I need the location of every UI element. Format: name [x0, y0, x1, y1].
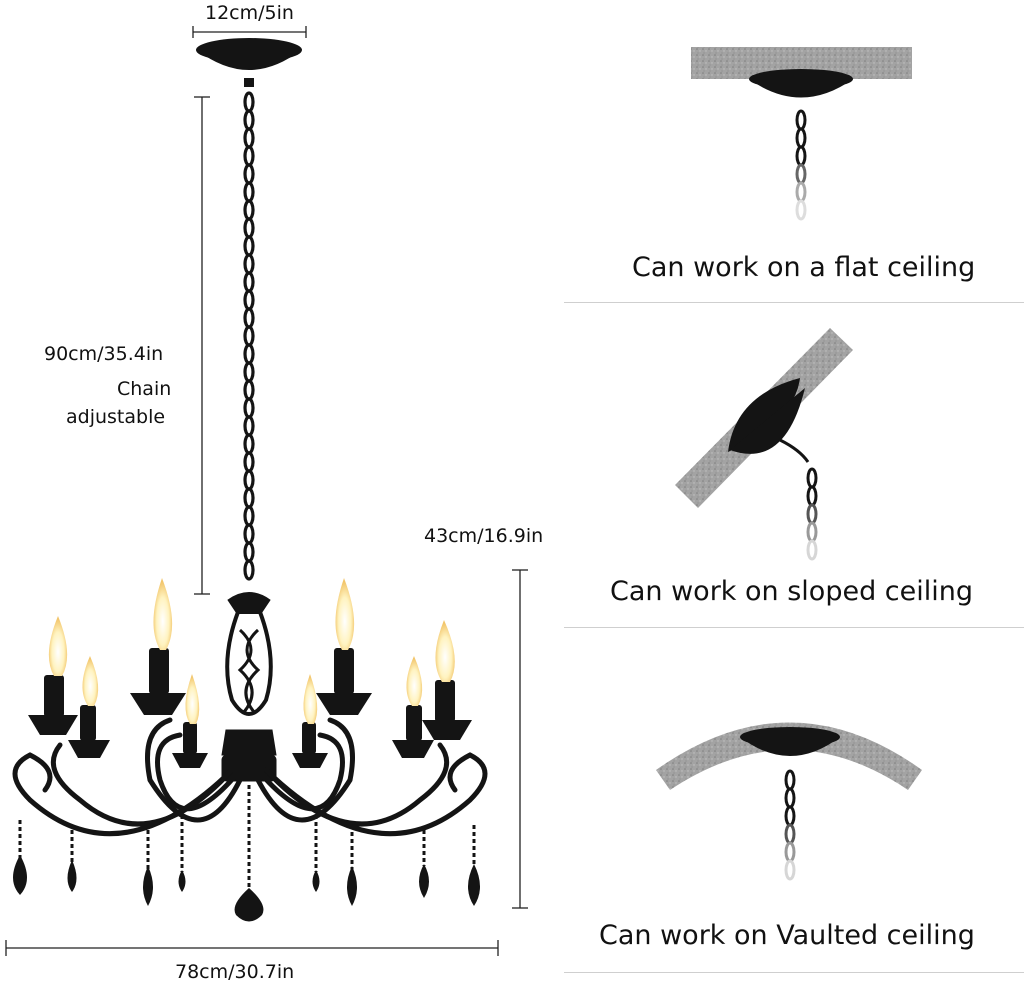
- candle-arms: [28, 648, 472, 768]
- chain-length-label: 90cm/35.4in: [44, 343, 164, 365]
- body-height-label: 43cm/16.9in: [424, 525, 544, 547]
- arms: [12, 717, 488, 837]
- sloped-ceiling-caption: Can work on sloped ceiling: [610, 576, 973, 607]
- canopy: [196, 38, 302, 87]
- total-width-label: 78cm/30.7in: [175, 961, 295, 983]
- chain: [243, 91, 255, 581]
- vaulted-ceiling-illustration: [656, 722, 922, 881]
- divider: [564, 972, 1024, 973]
- top-width-dimension-line: [192, 26, 307, 38]
- body-height-dimension-line: [512, 569, 528, 909]
- top-width-label: 12cm/5in: [205, 2, 294, 24]
- divider: [564, 302, 1024, 303]
- candle-flames: [48, 578, 455, 724]
- crystal-drops: [13, 785, 480, 922]
- flat-ceiling-caption: Can work on a flat ceiling: [632, 252, 976, 283]
- sloped-ceiling-illustration: [675, 328, 853, 561]
- total-width-dimension-line: [5, 940, 499, 956]
- chain-length-dimension-line: [194, 96, 210, 595]
- divider: [564, 627, 1024, 628]
- central-column: [221, 592, 277, 782]
- chain-note-line2: adjustable: [66, 406, 166, 428]
- vaulted-ceiling-caption: Can work on Vaulted ceiling: [599, 920, 975, 951]
- chain-note-line1: Chain: [117, 378, 172, 400]
- flat-ceiling-illustration: [691, 47, 912, 221]
